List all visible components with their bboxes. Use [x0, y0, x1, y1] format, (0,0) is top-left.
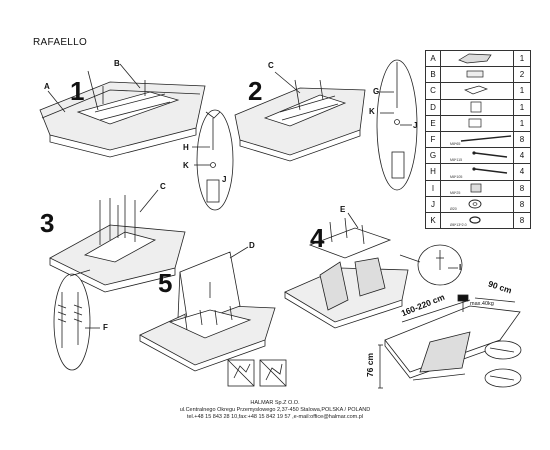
part-letter: K [425, 211, 441, 230]
rail-icon [455, 68, 495, 82]
part-picture [440, 49, 514, 68]
parts-row: K Ø8*13*2.0 8 [425, 211, 531, 230]
part-spec: M8*25 [450, 190, 461, 195]
step-3-number: 3 [40, 208, 55, 238]
parts-row: H M8*105 4 [425, 163, 531, 181]
step1-drawing [39, 63, 234, 211]
part-quantity: 8 [513, 195, 531, 213]
callout-j: J [222, 175, 227, 184]
callout-b: B [114, 59, 120, 68]
part-picture: Ø8*13*2.0 [440, 211, 514, 230]
part-letter: H [425, 163, 441, 181]
extension-leaf-icon [455, 101, 495, 115]
part-picture: Ø20 [440, 195, 514, 213]
part-quantity: 8 [513, 130, 531, 149]
part-letter: I [425, 179, 441, 197]
part-picture [440, 98, 514, 116]
long-bolt-icon [455, 133, 515, 147]
part-picture [440, 114, 514, 132]
part-spec: Ø20 [450, 206, 457, 211]
callout-k-2: K [369, 107, 375, 116]
parts-row: F M8*65 8 [425, 130, 531, 149]
part-picture: M8*25 [440, 179, 514, 197]
part-quantity: 1 [513, 114, 531, 132]
tabletop-icon [455, 52, 495, 66]
parts-row: I M8*25 8 [425, 179, 531, 197]
finished-table-drawing [378, 294, 522, 389]
warning-pictograms [227, 359, 287, 387]
callout-h: H [183, 143, 189, 152]
callout-e: E [340, 205, 346, 214]
part-letter: F [425, 130, 441, 149]
callout-g: G [373, 87, 380, 96]
parts-row: G M8*115 4 [425, 147, 531, 165]
part-quantity: 8 [513, 179, 531, 197]
footer-company: HALMAR Sp.Z O.O. [250, 400, 300, 406]
parts-row: J Ø20 8 [425, 195, 531, 213]
callout-i: I [459, 263, 462, 272]
step-4-number: 4 [310, 223, 325, 253]
base-plate-icon [455, 117, 495, 131]
part-letter: G [425, 147, 441, 165]
callout-d: D [249, 241, 255, 250]
part-quantity: 4 [513, 147, 531, 165]
part-picture: M8*65 [440, 130, 515, 149]
part-quantity: 1 [513, 98, 531, 116]
part-quantity: 8 [513, 211, 531, 230]
callout-a: A [44, 82, 50, 91]
part-spec: M8*65 [450, 142, 461, 147]
part-letter: C [425, 82, 441, 100]
bolt-icon [455, 149, 515, 163]
part-spec: M8*115 [450, 158, 463, 163]
bolt-icon [455, 165, 515, 179]
dimension-height: 76 cm [365, 352, 376, 378]
part-letter: A [425, 49, 441, 68]
part-letter: E [425, 114, 441, 132]
callout-f: F [103, 323, 108, 332]
footer-address: ul.Centralnego Okregu Przemyslowego 2,37… [179, 407, 371, 413]
max-load-label: max.40kg [470, 301, 494, 307]
document-title: RAFAELLO [33, 37, 88, 48]
part-spec: M8*105 [450, 174, 463, 179]
washer-icon [455, 198, 495, 212]
step3-drawing [49, 189, 186, 371]
step-2-number: 2 [248, 76, 263, 106]
part-picture: M8*105 [440, 163, 515, 181]
part-picture [440, 66, 514, 84]
frame-icon [455, 84, 495, 98]
step-1-number: 1 [70, 76, 85, 106]
part-spec: Ø8*13*2.0 [450, 223, 467, 228]
callout-k: K [183, 161, 189, 170]
step2-drawing [234, 59, 418, 191]
step4-drawing [284, 212, 463, 329]
callout-c: C [268, 61, 274, 70]
part-letter: B [425, 66, 441, 84]
part-quantity: 1 [513, 49, 531, 68]
ring-icon [455, 214, 495, 228]
part-quantity: 2 [513, 66, 531, 84]
step-5-number: 5 [158, 268, 173, 298]
part-picture [440, 82, 514, 100]
nut-icon [455, 182, 495, 196]
part-picture: M8*115 [440, 147, 515, 165]
part-letter: D [425, 98, 441, 116]
part-letter: J [425, 195, 441, 213]
callout-j-2: J [413, 121, 418, 130]
callout-c-3: C [160, 182, 166, 191]
part-quantity: 1 [513, 82, 531, 100]
part-quantity: 4 [513, 163, 531, 181]
footer-contact: tel.+48 15 843 28 10,fax:+48 15 842 19 5… [186, 414, 364, 420]
step5-drawing [139, 246, 276, 372]
